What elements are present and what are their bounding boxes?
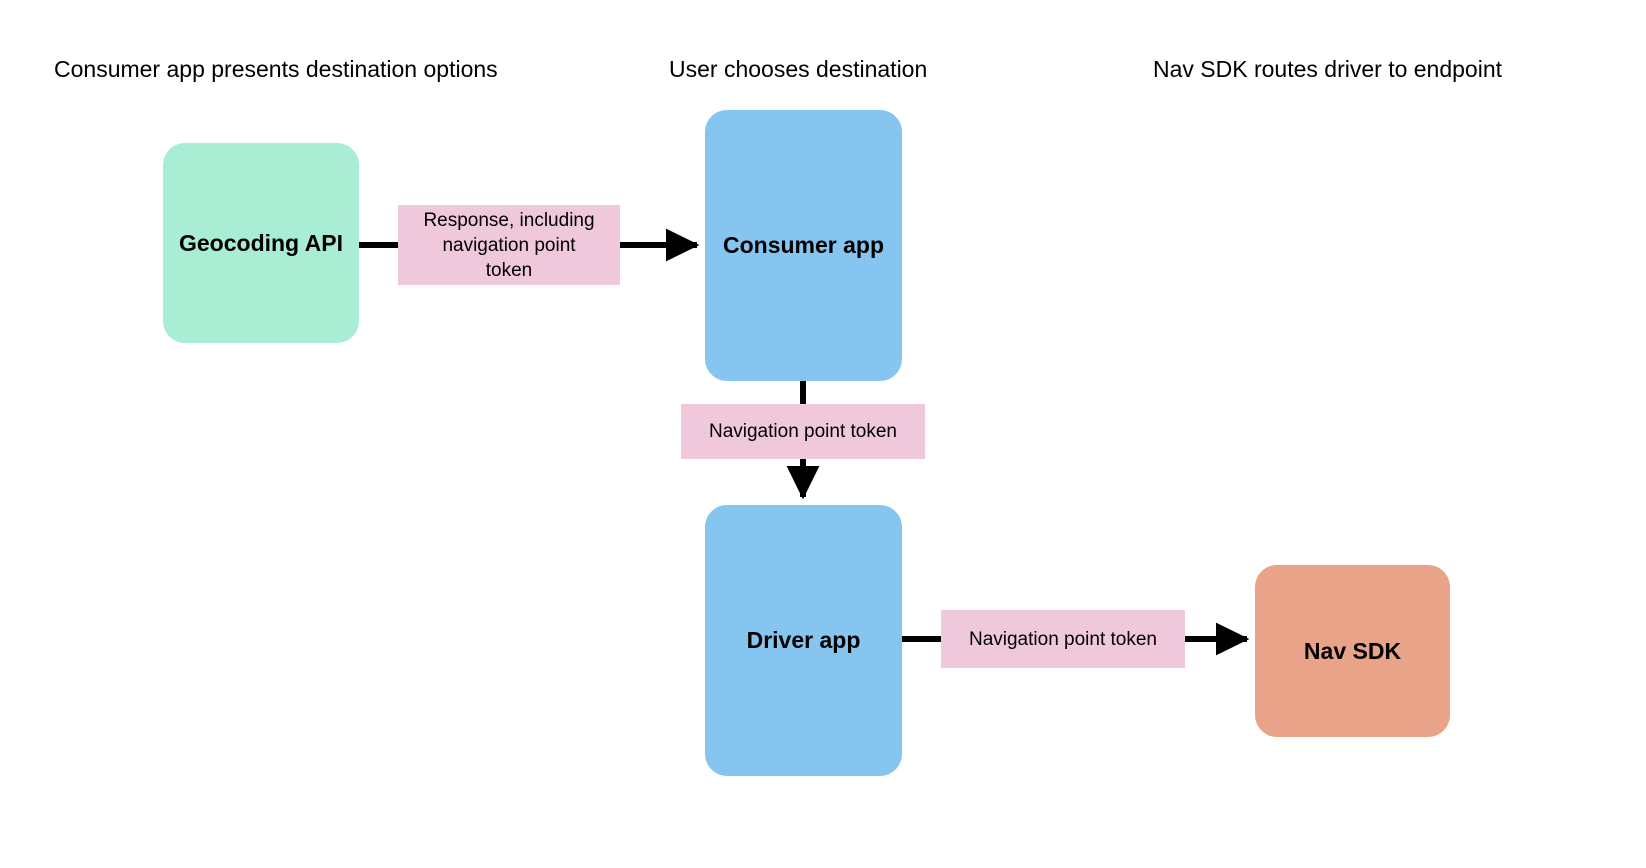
- edge-label-navigation-point-token-horizontal: Navigation point token: [941, 610, 1185, 668]
- node-consumer-app[interactable]: Consumer app: [705, 110, 902, 381]
- node-nav-sdk-label: Nav SDK: [1303, 637, 1402, 664]
- node-driver-app-label: Driver app: [746, 627, 861, 653]
- node-consumer-app-label: Consumer app: [722, 232, 885, 258]
- node-geocoding-api[interactable]: Geocoding API: [163, 143, 359, 343]
- node-geocoding-api-label: Geocoding API: [179, 229, 343, 256]
- edge-label-token-horizontal-text: Navigation point token: [968, 628, 1157, 650]
- edge-label-token-vertical-text: Navigation point token: [708, 421, 897, 442]
- column-header-navsdk-routes: Nav SDK routes driver to endpoint: [1153, 56, 1503, 82]
- edge-label-navigation-point-token-vertical: Navigation point token: [681, 404, 925, 459]
- column-header-consumer-presents: Consumer app presents destination option…: [54, 56, 498, 82]
- node-driver-app[interactable]: Driver app: [705, 505, 902, 776]
- node-nav-sdk[interactable]: Nav SDK: [1255, 565, 1450, 737]
- column-header-user-chooses: User chooses destination: [669, 56, 928, 82]
